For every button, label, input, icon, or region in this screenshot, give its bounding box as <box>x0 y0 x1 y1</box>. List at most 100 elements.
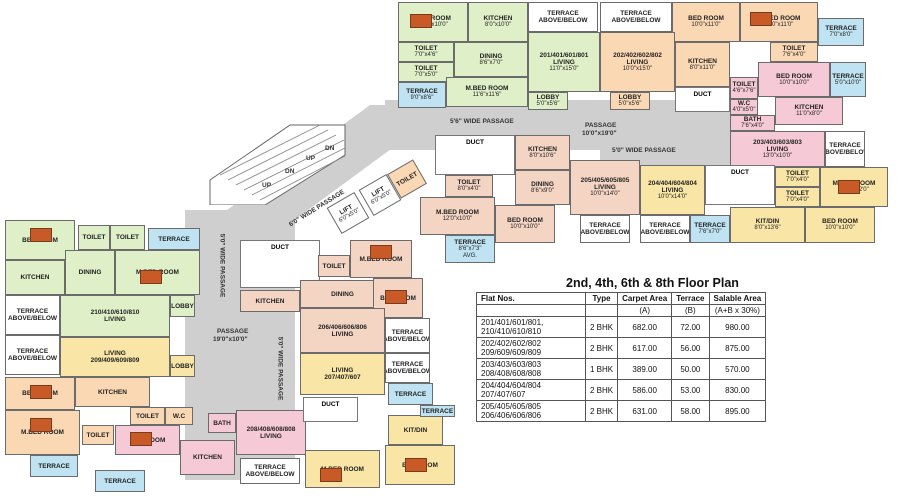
cell-type: 2 BHK <box>584 337 619 359</box>
toilet-209b: TOILET <box>82 425 114 445</box>
header-type: Type <box>584 292 619 305</box>
table-header-row: Flat Nos. Type Carpet Area Terrace Salab… <box>476 292 767 305</box>
cell-flats: 203/403/603/803 208/408/608/808 <box>476 358 586 380</box>
stair-up-label-2: UP <box>306 155 316 162</box>
subheader-carpet: (A) <box>617 304 673 317</box>
staircase <box>209 124 346 205</box>
bath-208: BATH <box>208 413 236 433</box>
cell-salable: 895.00 <box>708 400 767 422</box>
kitchen-209: KITCHEN <box>75 377 150 407</box>
kitchen-208: KITCHEN <box>180 440 235 475</box>
lobby-209: LOBBY <box>170 355 195 377</box>
cell-carpet: 617.00 <box>617 337 673 359</box>
stair-up-label-1: UP <box>262 182 272 189</box>
terrace-209: TERRACE <box>30 455 78 477</box>
table-row: 203/403/603/803 208/408/608/808 1 BHK 38… <box>476 358 767 380</box>
terrace-ab-203: TERRACE ABOVE/BELOW <box>825 131 865 167</box>
terrace-ab-205: TERRACE ABOVE/BELOW <box>580 215 630 243</box>
cell-terrace: 53.00 <box>671 379 710 401</box>
bed-icon <box>130 432 152 446</box>
cell-carpet: 631.00 <box>617 400 673 422</box>
mbedroom-207: M.BED ROOM <box>305 450 380 488</box>
terrace-210: TERRACE <box>148 228 200 250</box>
cell-type: 2 BHK <box>584 379 619 401</box>
toilet-206: TOILET <box>318 255 350 277</box>
terrace-ab-207: TERRACE ABOVE/BELOW <box>385 353 430 383</box>
header-flat: Flat Nos. <box>476 292 586 305</box>
terrace-207a: TERRACE <box>388 383 433 405</box>
duct-right: DUCT <box>705 165 775 205</box>
passage-lower-label: PASSAGE <box>217 328 249 335</box>
dining-206: DINING <box>300 280 385 308</box>
cell-flats: 202/402/602/802 209/609/609/809 <box>476 337 586 359</box>
cell-salable: 875.00 <box>708 337 767 359</box>
table-row: 205/405/605/805 206/406/606/806 2 BHK 63… <box>476 400 767 422</box>
stair-dn-label-2: DN <box>325 145 335 152</box>
cell-carpet: 389.00 <box>617 358 673 380</box>
subheader-terrace: (B) <box>671 304 710 317</box>
bed-icon <box>410 14 432 28</box>
cell-carpet: 682.00 <box>617 316 673 338</box>
table-row: 202/402/602/802 209/609/609/809 2 BHK 61… <box>476 337 767 359</box>
dining-210: DINING <box>65 250 115 295</box>
bed-icon <box>370 245 392 259</box>
bed-icon <box>320 468 342 482</box>
cell-carpet: 586.00 <box>617 379 673 401</box>
terrace-ab-209: TERRACE ABOVE/BELOW <box>5 335 60 375</box>
stair-dn-label-1: DN <box>285 168 295 175</box>
terrace-207b: TERRACE <box>420 405 455 417</box>
cell-type: 2 BHK <box>584 316 619 338</box>
cell-type: 2 BHK <box>584 400 619 422</box>
cell-type: 1 BHK <box>584 358 619 380</box>
passage-vert-left-label: 5'0" WIDE PASSAGE <box>218 233 226 298</box>
passage-top-label: 5'6" WIDE PASSAGE <box>450 118 514 125</box>
cell-terrace: 58.00 <box>671 400 710 422</box>
passage-center-label: PASSAGE <box>585 122 617 129</box>
passage-lower-dim: 19'0"x10'0" <box>213 336 248 343</box>
kitdin-207: KIT/DIN <box>388 415 443 445</box>
bed-icon <box>405 458 427 472</box>
cell-terrace: 72.00 <box>671 316 710 338</box>
cell-flats: 204/404/604/804 207/407/607 <box>476 379 586 401</box>
duct-top: DUCT <box>675 87 730 112</box>
bed-icon <box>838 180 860 194</box>
bed-icon <box>30 385 52 399</box>
bed-icon <box>750 12 772 26</box>
terrace-ab-208: TERRACE ABOVE/BELOW <box>240 458 300 484</box>
cell-salable: 980.00 <box>708 316 767 338</box>
duct-bottom: DUCT <box>303 397 358 422</box>
mbedroom-209: M.BED ROOM <box>5 410 80 455</box>
